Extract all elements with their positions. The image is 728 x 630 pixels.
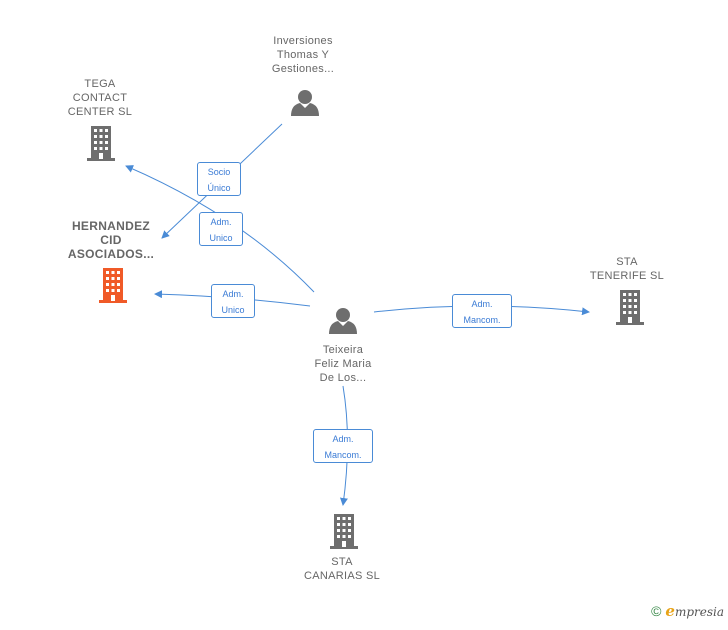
node-label-tega[interactable]: TEGA CONTACT CENTER SL xyxy=(67,78,133,118)
person-icon xyxy=(329,308,357,334)
copyright-icon: © xyxy=(651,603,662,619)
edge-label-socio-unico: Socio Único xyxy=(197,162,241,196)
person-icon xyxy=(291,90,319,116)
node-label-sta-tenerife[interactable]: STA TENERIFE SL xyxy=(589,256,665,282)
building-icon xyxy=(616,290,644,325)
edge-label-adm-unico-tega: Adm. Unico xyxy=(199,212,243,246)
brand-logo: empresia xyxy=(665,602,724,620)
node-label-teixeira[interactable]: Teixeira Feliz Maria De Los... xyxy=(314,344,372,384)
node-label-hernandez[interactable]: HERNANDEZ CID ASOCIADOS... xyxy=(67,219,155,261)
edge-label-adm-mancom-canarias: Adm. Mancom. xyxy=(313,429,373,463)
building-icon xyxy=(330,514,358,549)
node-label-inversiones[interactable]: Inversiones Thomas Y Gestiones... xyxy=(271,35,335,75)
edge-label-adm-mancom-tenerife: Adm. Mancom. xyxy=(452,294,512,328)
node-label-sta-canarias[interactable]: STA CANARIAS SL xyxy=(303,556,381,582)
building-icon xyxy=(87,126,115,161)
edge-label-adm-unico-hernandez: Adm. Unico xyxy=(211,284,255,318)
building-icon-highlight xyxy=(99,268,127,303)
footer-brand: © empresia xyxy=(651,602,724,620)
